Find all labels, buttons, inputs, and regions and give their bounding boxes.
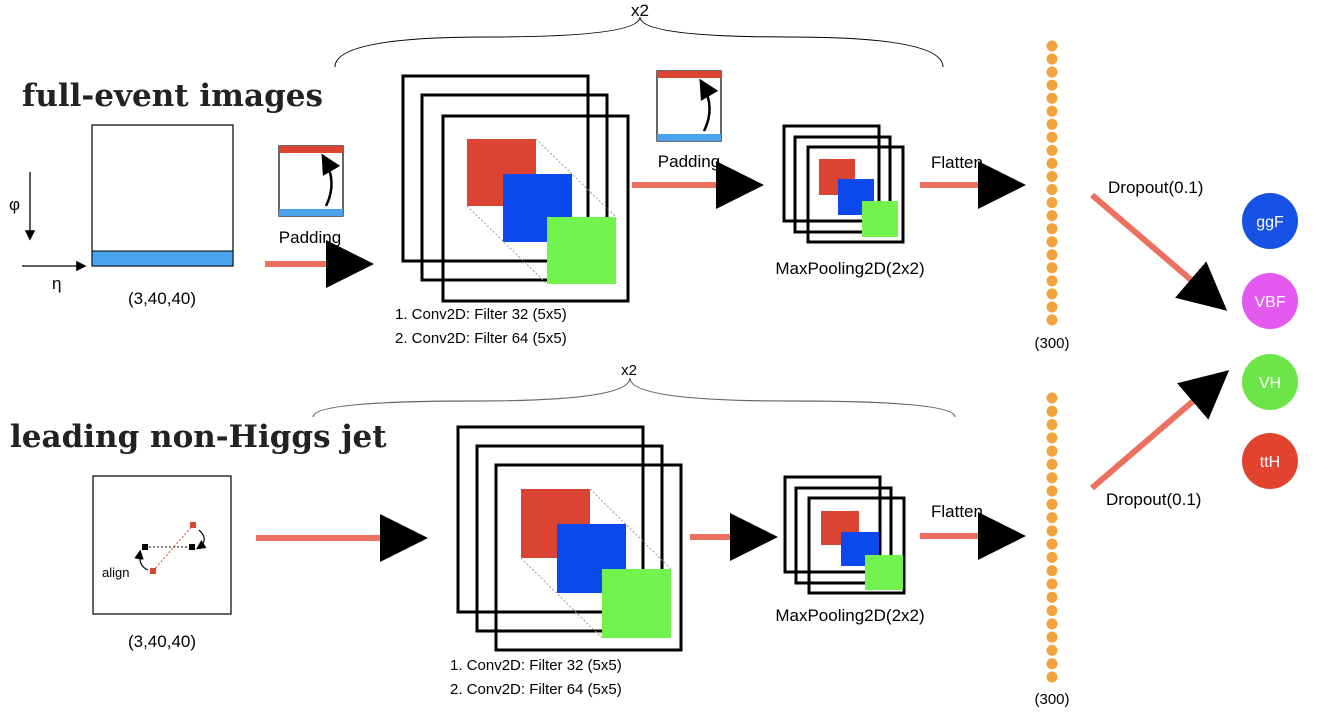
flatten-dot <box>1046 314 1058 326</box>
flatten-dot <box>1046 658 1058 670</box>
flatten-dot <box>1046 66 1058 78</box>
flatten-dot <box>1046 118 1058 130</box>
bottom-input-shape: (3,40,40) <box>128 632 196 651</box>
output-vh: VH <box>1242 354 1298 410</box>
bottom-arrow-to-outputs <box>1090 370 1230 491</box>
top-flatten-label: Flatten <box>931 153 983 172</box>
bottom-conv-1: 1. Conv2D: Filter 32 (5x5) <box>450 657 622 674</box>
phi-eta-axes: φ η <box>9 172 87 293</box>
bottom-pool-stack: MaxPooling2D(2x2) <box>775 475 925 625</box>
flatten-dot <box>1046 249 1058 261</box>
top-flatten-size: (300) <box>1034 335 1069 352</box>
bottom-branch-title: leading non-Higgs jet <box>10 419 387 455</box>
top-conv-stack: 1. Conv2D: Filter 32 (5x5) 2. Conv2D: Fi… <box>395 74 630 347</box>
flatten-dot <box>1046 210 1058 222</box>
flatten-dot <box>1046 197 1058 209</box>
output-vbf: VBF <box>1242 273 1298 329</box>
output-tth-label: ttH <box>1260 454 1280 471</box>
top-padding-label-1: Padding <box>279 228 341 247</box>
top-branch: full-event images φ η (3,40,40) Padding <box>9 1 1228 352</box>
top-input-image: (3,40,40) <box>91 124 234 308</box>
flatten-dot <box>1046 498 1058 510</box>
flatten-dot <box>1046 79 1058 91</box>
top-repeat-label: x2 <box>631 1 649 20</box>
flatten-dot <box>1046 405 1058 417</box>
flatten-dot <box>1046 551 1058 563</box>
top-padding-icon-2: Padding <box>656 70 722 171</box>
flatten-dot <box>1046 618 1058 630</box>
flatten-dot <box>1046 53 1058 65</box>
flatten-dot <box>1046 40 1058 52</box>
output-tth-circle <box>1242 433 1298 489</box>
flatten-dot <box>1046 92 1058 104</box>
flatten-dot <box>1046 631 1058 643</box>
output-vh-circle <box>1242 354 1298 410</box>
output-ggf: ggF <box>1242 193 1298 249</box>
flatten-dot <box>1046 644 1058 656</box>
output-vh-label: VH <box>1259 375 1281 392</box>
output-classes: ggF VBF VH ttH <box>1242 193 1298 489</box>
flatten-dot <box>1046 671 1058 683</box>
top-branch-title: full-event images <box>22 78 323 114</box>
bottom-dropout-label: Dropout(0.1) <box>1106 490 1201 509</box>
top-padding-icon-1: Padding <box>278 145 344 247</box>
output-ggf-circle <box>1242 193 1298 249</box>
bottom-repeat-brace <box>312 377 956 418</box>
flatten-dot <box>1046 144 1058 156</box>
top-arrow-to-outputs <box>1090 192 1228 311</box>
top-flatten-dots <box>1046 40 1058 326</box>
flatten-dot <box>1046 236 1058 248</box>
eta-label: η <box>52 274 61 293</box>
flatten-dot <box>1046 105 1058 117</box>
flatten-dot <box>1046 605 1058 617</box>
flatten-dot <box>1046 565 1058 577</box>
bottom-branch: x2 leading non-Higgs jet align (3,40,40) <box>10 362 1230 708</box>
bottom-repeat-label: x2 <box>621 362 637 379</box>
flatten-dot <box>1046 262 1058 274</box>
output-tth: ttH <box>1242 433 1298 489</box>
top-repeat-brace: x2 <box>334 1 944 68</box>
flatten-dot <box>1046 157 1058 169</box>
top-pool-stack: MaxPooling2D(2x2) <box>775 124 925 278</box>
flatten-dot <box>1046 458 1058 470</box>
bottom-flatten-label: Flatten <box>931 502 983 521</box>
flatten-dot <box>1046 223 1058 235</box>
flatten-dot <box>1046 525 1058 537</box>
top-input-shape: (3,40,40) <box>128 289 196 308</box>
flatten-dot <box>1046 445 1058 457</box>
top-pool-label: MaxPooling2D(2x2) <box>775 259 924 278</box>
bottom-conv-2: 2. Conv2D: Filter 64 (5x5) <box>450 681 622 698</box>
output-vbf-circle <box>1242 273 1298 329</box>
top-conv-2: 2. Conv2D: Filter 64 (5x5) <box>395 330 567 347</box>
flatten-dot <box>1046 184 1058 195</box>
flatten-dot <box>1046 472 1058 484</box>
flatten-dot <box>1046 288 1058 300</box>
bottom-conv-stack: 1. Conv2D: Filter 32 (5x5) 2. Conv2D: Fi… <box>450 425 683 698</box>
flatten-dot <box>1046 432 1058 444</box>
flatten-dot <box>1046 392 1058 404</box>
output-ggf-label: ggF <box>1256 214 1284 231</box>
bottom-flatten-size: (300) <box>1034 691 1069 708</box>
flatten-dot <box>1046 485 1058 497</box>
flatten-dot <box>1046 171 1058 182</box>
bottom-flatten-dots <box>1046 392 1058 683</box>
top-dropout-label: Dropout(0.1) <box>1108 178 1203 197</box>
flatten-dot <box>1046 301 1058 313</box>
flatten-dot <box>1046 275 1058 287</box>
top-conv-1: 1. Conv2D: Filter 32 (5x5) <box>395 306 567 323</box>
flatten-dot <box>1046 512 1058 524</box>
top-padding-label-2: Padding <box>658 152 720 171</box>
output-vbf-label: VBF <box>1254 294 1285 311</box>
flatten-dot <box>1046 578 1058 590</box>
flatten-dot <box>1046 419 1058 431</box>
phi-label: φ <box>9 195 20 214</box>
bottom-input-image: align (3,40,40) <box>92 475 232 651</box>
flatten-dot <box>1046 591 1058 603</box>
align-label: align <box>102 565 129 580</box>
flatten-dot <box>1046 131 1058 143</box>
bottom-pool-label: MaxPooling2D(2x2) <box>775 606 924 625</box>
flatten-dot <box>1046 538 1058 550</box>
